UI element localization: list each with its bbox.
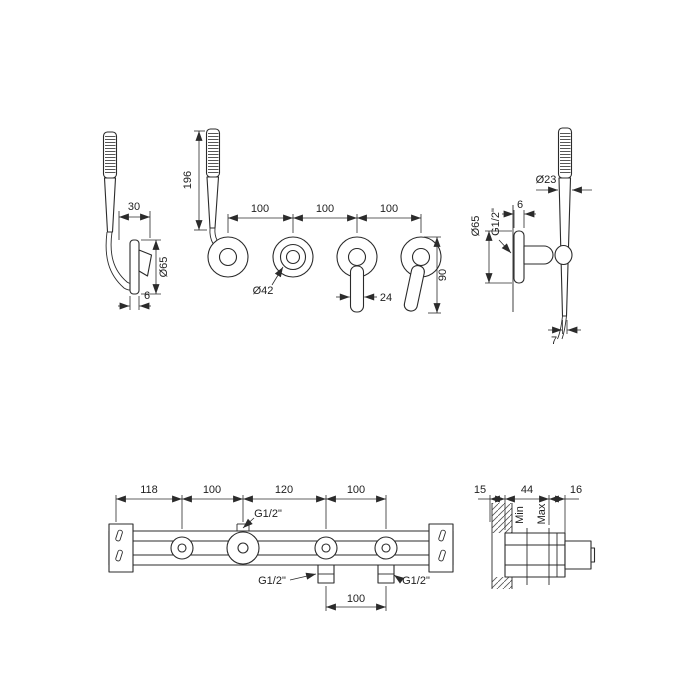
dim-100-c: 100 — [325, 586, 387, 611]
lever-handle-2 — [403, 265, 425, 312]
dim-dia23-label: Ø23 — [536, 174, 557, 186]
bracket-slot — [115, 549, 123, 562]
dim-100-2: 100 — [293, 203, 358, 233]
handshower-middle — [205, 128, 227, 254]
label-max: Max — [536, 503, 548, 524]
dim-30-label: 30 — [128, 201, 140, 213]
dim-7-label: 7 — [551, 335, 557, 347]
dim-15: 15 — [474, 484, 506, 530]
dim-24-label: 24 — [380, 292, 392, 304]
holder-flange — [129, 239, 140, 295]
port-2-bore — [237, 542, 249, 554]
dim-100-b: 100 — [326, 484, 387, 529]
dim-g12-right: G1/2" — [490, 208, 512, 254]
dim-100-a-label: 100 — [203, 484, 221, 496]
dim-118-label: 118 — [140, 484, 158, 496]
dim-30: 30 — [118, 201, 151, 240]
dim-196-label: 196 — [182, 171, 194, 189]
dim-dia42: Ø42 — [253, 266, 284, 297]
label-g12-top-text: G1/2" — [254, 508, 282, 520]
dim-44-label: 44 — [521, 484, 533, 496]
dim-90-label: 90 — [437, 269, 449, 281]
dim-dia65-right-label: Ø65 — [470, 216, 482, 237]
port-1-bore — [177, 543, 187, 553]
shower-hose — [561, 315, 567, 340]
dim-100-b-label: 100 — [347, 484, 365, 496]
trim-handle-2-hub — [411, 247, 431, 267]
dim-100-c-label: 100 — [347, 593, 365, 605]
front-view: 30 Ø65 6 196 — [102, 127, 592, 347]
handshower-spray-face — [105, 136, 116, 174]
concealed-body — [108, 523, 454, 584]
dim-100-3-label: 100 — [380, 203, 398, 215]
label-g12-bottom-right-text: G1/2" — [402, 575, 430, 587]
dim-100-a: 100 — [182, 484, 244, 522]
dim-100-2-label: 100 — [316, 203, 334, 215]
holder-clamp-ring — [554, 244, 573, 266]
dim-dia65-left: Ø65 — [141, 239, 170, 295]
dim-196: 196 — [182, 130, 207, 231]
dim-7: 7 — [548, 320, 581, 347]
concealed-body-section — [504, 532, 566, 578]
dim-118: 118 — [115, 484, 183, 529]
dim-16-label: 16 — [570, 484, 582, 496]
handshower-handle — [206, 176, 220, 229]
dim-15-label: 15 — [474, 484, 486, 496]
label-g12-bottom-right: G1/2" — [393, 574, 430, 587]
dim-6-left-label: 6 — [144, 290, 150, 302]
label-min-text: Min — [514, 506, 526, 524]
dim-100-3: 100 — [357, 203, 422, 233]
label-g12-bottom-left: G1/2" — [258, 572, 317, 587]
holder-flange-side — [513, 230, 525, 284]
port-3-bore — [321, 543, 331, 553]
wall-hatch-upper — [492, 503, 512, 533]
dim-dia23: Ø23 — [536, 174, 592, 194]
body-bar — [108, 530, 454, 566]
handshower-handle — [103, 177, 117, 233]
dim-100-1: 100 — [227, 203, 294, 233]
label-min: Min — [514, 506, 526, 524]
dim-dia65-left-label: Ø65 — [158, 257, 170, 278]
label-g12-bottom-left-text: G1/2" — [258, 575, 286, 587]
external-trim-cap — [590, 547, 596, 563]
dim-dia42-label: Ø42 — [253, 285, 274, 297]
lever-handle-1 — [349, 265, 365, 313]
port-4-bore — [381, 543, 391, 553]
dim-16: 16 — [549, 484, 582, 537]
mixer-trim-row — [207, 236, 442, 313]
trim-spout-aerator — [285, 249, 301, 265]
label-max-text: Max — [536, 503, 548, 524]
dim-6-left: 6 — [118, 290, 151, 310]
dim-90: 90 — [424, 236, 449, 314]
bracket-slot — [438, 529, 446, 542]
plan-view: 118 100 120 100 G1/2" G1/2" G1/2" — [108, 484, 454, 611]
dim-24: 24 — [336, 292, 392, 304]
shower-hose — [557, 315, 563, 340]
bracket-slot — [438, 549, 446, 562]
trim-handshower-outlet-port — [218, 247, 238, 267]
handshower-holder-side-view — [512, 127, 573, 340]
label-g12-top: G1/2" — [242, 508, 282, 529]
dim-120-label: 120 — [275, 484, 293, 496]
holder-arm — [523, 245, 554, 265]
section-view: 15 44 16 Min Max — [474, 484, 596, 589]
bracket-slot — [115, 529, 123, 542]
handshower-spray-face — [560, 132, 571, 174]
handshower-spray-face — [208, 133, 219, 173]
dim-g12-right-label: G1/2" — [490, 208, 502, 236]
handshower-left — [102, 131, 153, 295]
dim-6-right: 6 — [502, 199, 536, 228]
mount-bracket-left — [108, 523, 134, 573]
dim-6-right-label: 6 — [517, 199, 523, 211]
dim-100-1-label: 100 — [251, 203, 269, 215]
holder-hook — [138, 249, 153, 277]
external-trim-section — [564, 540, 592, 570]
dim-dia65-right: Ø65 — [470, 216, 512, 284]
body-section — [504, 532, 596, 578]
trim-handle-1-hub — [347, 247, 367, 267]
dim-120: 120 — [243, 484, 327, 529]
wall-hatch-lower — [492, 577, 512, 589]
